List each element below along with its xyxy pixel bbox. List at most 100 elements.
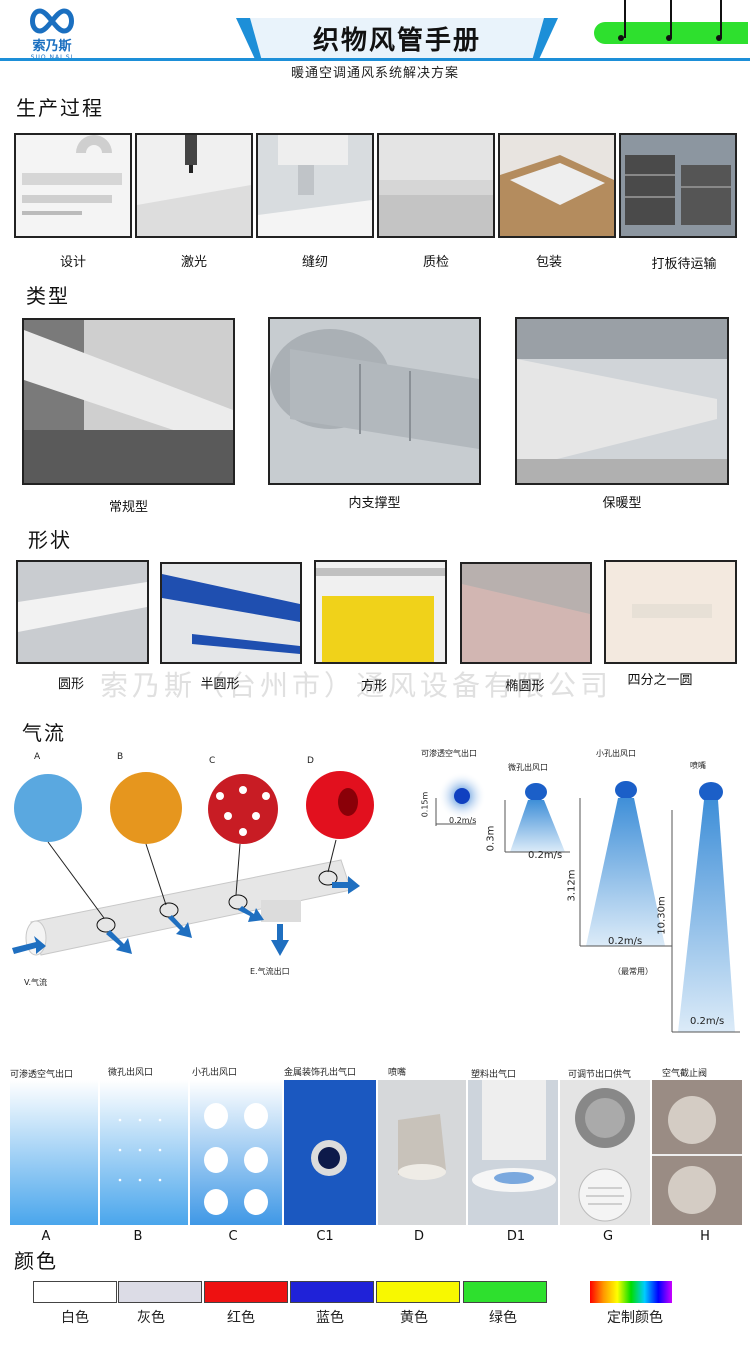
airflow-inlet-label: V.气流 <box>24 978 47 987</box>
color-swatch-red <box>204 1281 288 1303</box>
hanger-dot <box>666 35 672 41</box>
color-name: 黄色 <box>400 1310 428 1326</box>
color-name: 红色 <box>227 1310 255 1326</box>
shape-photo-square <box>314 560 447 664</box>
outlet-tile-g <box>560 1080 650 1225</box>
outlet-label: 喷嘴 <box>388 1068 407 1078</box>
section-title-shapes: 形状 <box>28 528 72 552</box>
outlet-letter: D <box>307 756 314 766</box>
jet-note: （最常用） <box>613 967 653 976</box>
section-title-colors: 颜色 <box>14 1249 58 1273</box>
outlet-label: 可调节出口供气 <box>568 1070 632 1080</box>
production-photo-shipping <box>619 133 737 238</box>
jet-distance: 3.12m <box>566 869 578 902</box>
color-name: 绿色 <box>489 1310 517 1326</box>
brand-name-cn: 索乃斯 <box>32 39 72 54</box>
brand-name-en: SUO NAI SI <box>22 54 82 61</box>
jet-throw-diagram <box>435 772 740 1033</box>
production-caption: 设计 <box>59 255 86 270</box>
production-caption: 质检 <box>422 255 449 270</box>
header-divider <box>0 58 750 61</box>
type-caption: 保暖型 <box>602 496 642 511</box>
airflow-outlet-label: E.气流出口 <box>250 967 290 976</box>
jet-speed: 0.2m/s <box>528 850 563 861</box>
brand-logo: 索乃斯 SUO NAI SI <box>22 6 82 61</box>
color-name: 定制颜色 <box>607 1310 663 1326</box>
outlet-label: 塑料出气口 <box>471 1070 517 1080</box>
production-caption: 包装 <box>535 255 562 270</box>
shape-caption: 圆形 <box>57 677 84 692</box>
outlet-tile-a <box>10 1080 98 1225</box>
jet-label: 微孔出风口 <box>508 763 548 772</box>
infinity-logo-icon <box>30 8 74 34</box>
shape-caption: 方形 <box>360 679 387 694</box>
shape-photo-half-round <box>160 562 302 664</box>
production-photo-design <box>14 133 132 238</box>
production-caption: 打板待运输 <box>651 257 717 272</box>
outlet-code: G <box>602 1229 614 1244</box>
hanger-line <box>720 0 722 38</box>
jet-distance: 0.15m <box>420 791 430 818</box>
color-name: 白色 <box>61 1310 89 1326</box>
outlet-label: 可渗透空气出口 <box>10 1070 74 1080</box>
color-swatch-blue <box>290 1281 374 1303</box>
jet-distance: 10.30m <box>656 896 668 935</box>
color-swatch-yellow <box>376 1281 460 1303</box>
section-title-production: 生产过程 <box>16 96 104 120</box>
jet-speed: 0.2m/s <box>608 936 643 947</box>
hanger-line <box>624 0 626 38</box>
hanger-dot <box>618 35 624 41</box>
page-subtitle: 暖通空调通风系统解决方案 <box>290 66 459 81</box>
outlet-label: 微孔出风口 <box>108 1068 154 1078</box>
shape-photo-quarter-round <box>604 560 737 664</box>
jet-speed: 0.2m/s <box>690 1016 725 1027</box>
outlet-tile-h <box>652 1080 742 1225</box>
jet-speed: 0.2m/s <box>449 816 477 825</box>
outlet-tile-c <box>190 1080 282 1225</box>
outlet-tile-d1 <box>468 1080 558 1225</box>
jet-distance: 0.3m <box>485 825 497 852</box>
shape-caption: 四分之一圆 <box>627 673 693 688</box>
production-caption: 激光 <box>180 255 207 270</box>
outlet-letter: B <box>117 752 124 762</box>
section-title-types: 类型 <box>26 284 70 308</box>
outlet-letter: C <box>209 756 216 766</box>
shape-photo-oval <box>460 562 592 664</box>
type-caption: 常规型 <box>108 500 148 515</box>
duct-airflow-diagram <box>12 771 374 956</box>
type-photo-regular <box>22 318 235 485</box>
hanger-line <box>670 0 672 38</box>
shape-photo-round <box>16 560 149 664</box>
shape-caption: 半圆形 <box>200 677 240 692</box>
outlet-code: A <box>41 1229 51 1244</box>
production-photo-laser <box>135 133 253 238</box>
type-caption: 内支撑型 <box>348 496 401 511</box>
outlet-label: 金属装饰孔出气口 <box>284 1068 357 1078</box>
production-caption: 缝纫 <box>301 255 328 270</box>
title-banner <box>236 18 558 60</box>
color-swatch-custom <box>590 1281 672 1303</box>
outlet-code: C <box>228 1229 238 1244</box>
outlet-letter: A <box>34 752 41 762</box>
production-photo-packing <box>498 133 616 238</box>
hanger-dot <box>716 35 722 41</box>
outlet-tile-c1 <box>284 1080 376 1225</box>
type-photo-insulated <box>515 317 729 485</box>
company-watermark: 索乃斯（台州市）通风设备有限公司 <box>100 669 613 702</box>
color-swatch-green <box>463 1281 547 1303</box>
outlet-code: D1 <box>506 1229 526 1244</box>
outlet-code: C1 <box>316 1229 334 1244</box>
outlet-code: H <box>700 1229 710 1244</box>
outlet-code: D <box>413 1229 424 1244</box>
color-swatch-gray <box>118 1281 202 1303</box>
outlet-tile-d <box>378 1080 466 1225</box>
jet-label: 小孔出风口 <box>596 749 636 758</box>
section-title-airflow: 气流 <box>22 721 66 745</box>
jet-label: 可渗透空气出口 <box>421 749 477 758</box>
color-name: 灰色 <box>137 1310 165 1326</box>
outlet-code: B <box>133 1229 143 1244</box>
production-photo-inspection <box>377 133 495 238</box>
outlet-label: 小孔出风口 <box>192 1068 238 1078</box>
jet-label: 喷嘴 <box>690 761 706 770</box>
shape-caption: 椭圆形 <box>505 679 545 694</box>
